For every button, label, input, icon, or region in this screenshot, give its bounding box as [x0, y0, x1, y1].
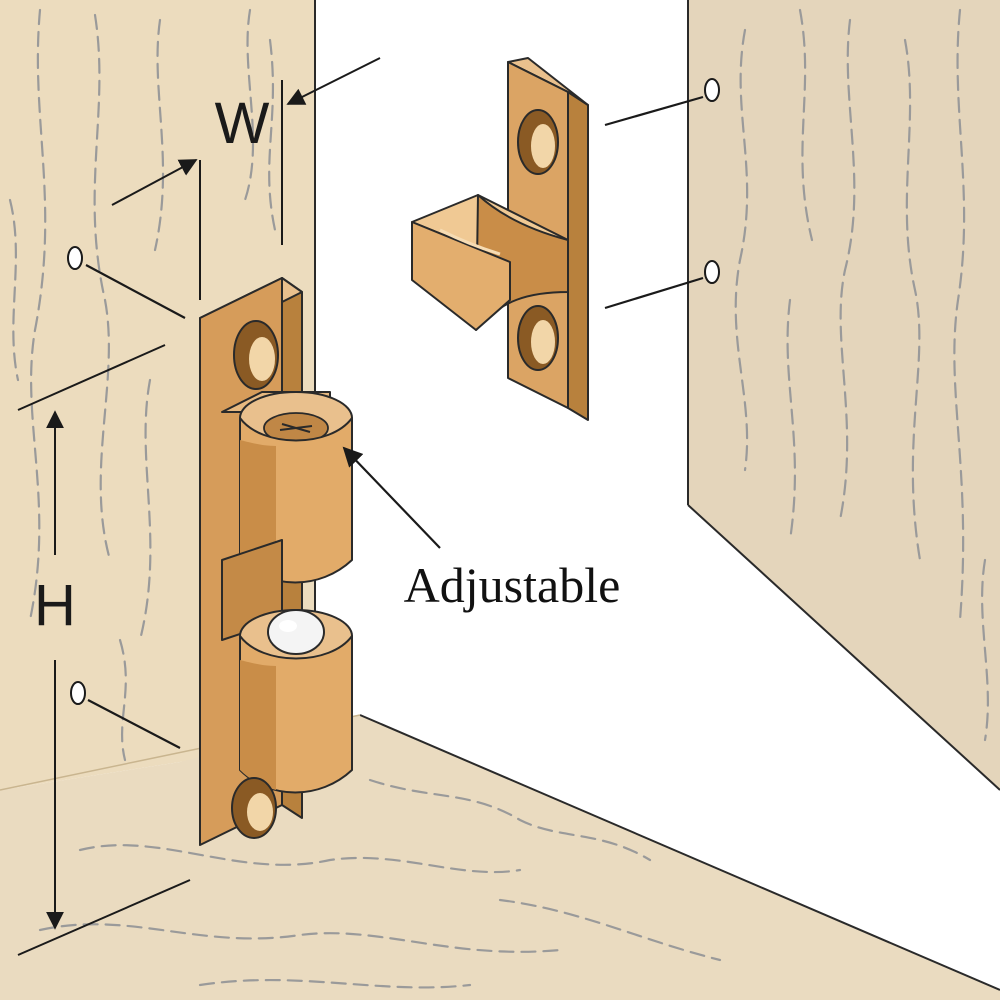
screw-hole-lower-right — [704, 260, 720, 284]
door-panel — [687, 0, 1000, 791]
width-dimension — [111, 57, 381, 300]
width-label: W — [215, 91, 270, 156]
adjustable-leader — [342, 446, 441, 549]
screw-hole-lower-left — [70, 681, 86, 705]
screw-leaders — [85, 95, 704, 749]
screw-holes — [67, 78, 720, 705]
screw-hole-upper-right — [704, 78, 720, 102]
screw-hole-upper-left — [67, 246, 83, 270]
height-label: H — [34, 573, 76, 638]
adjustable-label: Adjustable — [404, 557, 621, 613]
roller-catch — [199, 277, 353, 846]
strike-plate — [411, 57, 589, 421]
height-dimension — [17, 344, 191, 956]
roller-ball — [267, 609, 325, 655]
